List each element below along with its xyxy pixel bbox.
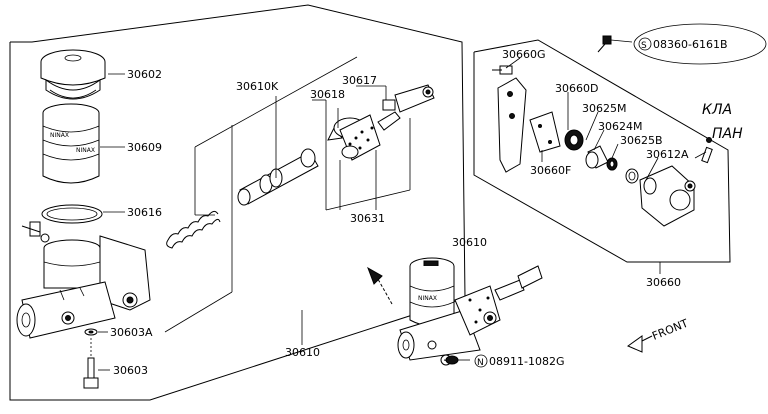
slave-cylinder-body bbox=[639, 137, 713, 227]
bolt-s-prefix: S bbox=[641, 41, 647, 51]
label-30631: 30631 bbox=[350, 212, 385, 225]
hose-clamp bbox=[21, 204, 103, 243]
leader-lines bbox=[98, 73, 411, 371]
label-30603A: 30603A bbox=[110, 326, 153, 339]
label-30616: 30616 bbox=[127, 206, 162, 219]
handwritten-circle bbox=[633, 23, 767, 65]
svg-text:NINAX: NINAX bbox=[76, 147, 95, 154]
bleeder-bolt bbox=[83, 338, 99, 389]
nut-n bbox=[445, 355, 470, 365]
right-leader-lines bbox=[505, 57, 707, 274]
pushrod-boot bbox=[327, 84, 435, 161]
label-30660D: 30660D bbox=[555, 82, 598, 95]
return-spring bbox=[166, 210, 221, 249]
assembled-master-cylinder: NINAX bbox=[397, 257, 543, 366]
bracket-bolt bbox=[597, 35, 633, 53]
reservoir-body: NINAX NINAX bbox=[42, 103, 100, 184]
slave-piston-parts bbox=[564, 129, 639, 184]
main-panel-outline bbox=[9, 4, 466, 401]
right-panel-outline bbox=[473, 39, 731, 263]
label-30618: 30618 bbox=[310, 88, 345, 101]
washer bbox=[84, 328, 98, 336]
piston-assembly bbox=[237, 148, 319, 206]
slave-plate bbox=[529, 111, 561, 153]
label-30660F: 30660F bbox=[530, 164, 571, 177]
label-30617: 30617 bbox=[342, 74, 377, 87]
label-30624M: 30624M bbox=[598, 120, 642, 133]
label-30660: 30660 bbox=[646, 276, 681, 289]
label-30609: 30609 bbox=[127, 141, 162, 154]
svg-text:NINAX: NINAX bbox=[418, 295, 437, 302]
master-cylinder-body bbox=[16, 235, 151, 339]
label-bolt-s: 08360-6161B bbox=[653, 38, 728, 51]
label-30603: 30603 bbox=[113, 364, 148, 377]
svg-text:NINAX: NINAX bbox=[50, 132, 69, 139]
label-30660G: 30660G bbox=[502, 48, 546, 61]
circled-n-icon bbox=[474, 354, 488, 368]
label-30610K: 30610K bbox=[236, 80, 279, 93]
handwritten-note-2: ПАН bbox=[712, 126, 743, 142]
handwritten-note-1: КЛА bbox=[702, 102, 732, 118]
label-30625M: 30625M bbox=[582, 102, 626, 115]
slave-bracket bbox=[492, 65, 527, 173]
label-30612A: 30612A bbox=[646, 148, 689, 161]
label-30610-bottom: 30610 bbox=[285, 346, 320, 359]
nut-n-prefix: N bbox=[477, 358, 484, 368]
label-30625B: 30625B bbox=[620, 134, 663, 147]
label-nut-n: 08911-1082G bbox=[489, 355, 564, 368]
label-30610-top: 30610 bbox=[452, 236, 487, 249]
front-label: FRONT bbox=[650, 317, 690, 343]
direction-arrow bbox=[367, 266, 393, 305]
front-arrow bbox=[626, 335, 653, 353]
label-30602: 30602 bbox=[127, 68, 162, 81]
reservoir-cap bbox=[40, 49, 106, 100]
circled-s-icon bbox=[638, 37, 652, 51]
